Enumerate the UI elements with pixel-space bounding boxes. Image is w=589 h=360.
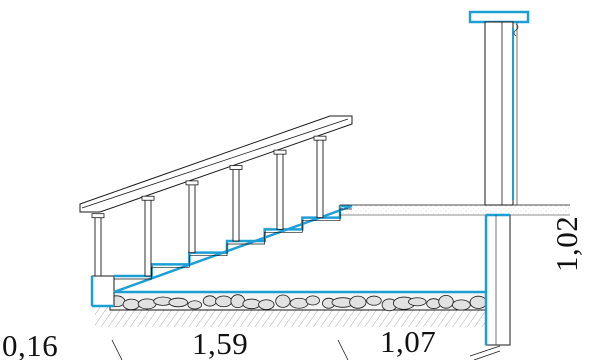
foundation-wall <box>484 213 511 346</box>
baluster-cap <box>141 195 155 201</box>
gravel-stone <box>438 295 454 309</box>
baluster-cap <box>229 165 243 170</box>
gravel-stone <box>215 295 233 308</box>
gravel-stone <box>349 295 367 309</box>
gravel-stone <box>168 297 189 308</box>
baluster <box>276 152 284 230</box>
bottom-landing-block <box>90 275 115 308</box>
gravel-stone <box>366 295 382 306</box>
stair-tread-inner-line <box>114 208 352 280</box>
gravel-bed <box>107 291 488 312</box>
upper-floor-slab <box>340 204 570 216</box>
gravel-stone <box>305 295 320 306</box>
gravel-stone <box>452 299 471 311</box>
gravel-stone <box>187 300 203 310</box>
gravel-stone <box>137 298 157 310</box>
gravel-stone <box>408 297 427 307</box>
baluster <box>232 168 240 242</box>
stair-tread-outline <box>114 204 352 278</box>
baluster-cap <box>91 213 105 219</box>
handrail <box>79 115 353 213</box>
baluster <box>316 138 324 219</box>
baluster <box>144 198 152 277</box>
dimension-ticks <box>111 339 501 360</box>
baluster-cap <box>313 135 327 141</box>
baluster <box>94 216 102 277</box>
gravel-stone <box>122 298 140 311</box>
gravel-stone <box>275 294 291 308</box>
gravel-stone <box>230 294 246 309</box>
gravel-stone <box>289 297 309 309</box>
gravel-stone <box>202 295 217 307</box>
baluster-cap <box>185 180 199 186</box>
gravel-stone <box>469 295 488 309</box>
upper-column <box>468 10 530 206</box>
dimension-label-landing: 0,16 <box>2 328 58 360</box>
balusters <box>91 135 327 277</box>
baluster <box>188 183 196 254</box>
gravel-stone <box>242 298 261 310</box>
dimension-label-height: 1,02 <box>549 216 584 272</box>
baluster-cap <box>273 149 287 155</box>
gravel-stone <box>258 299 275 310</box>
dimension-label-flight: 1,59 <box>192 326 248 360</box>
stair-steps <box>114 204 352 280</box>
dimension-label-floor: 1,07 <box>380 324 436 359</box>
